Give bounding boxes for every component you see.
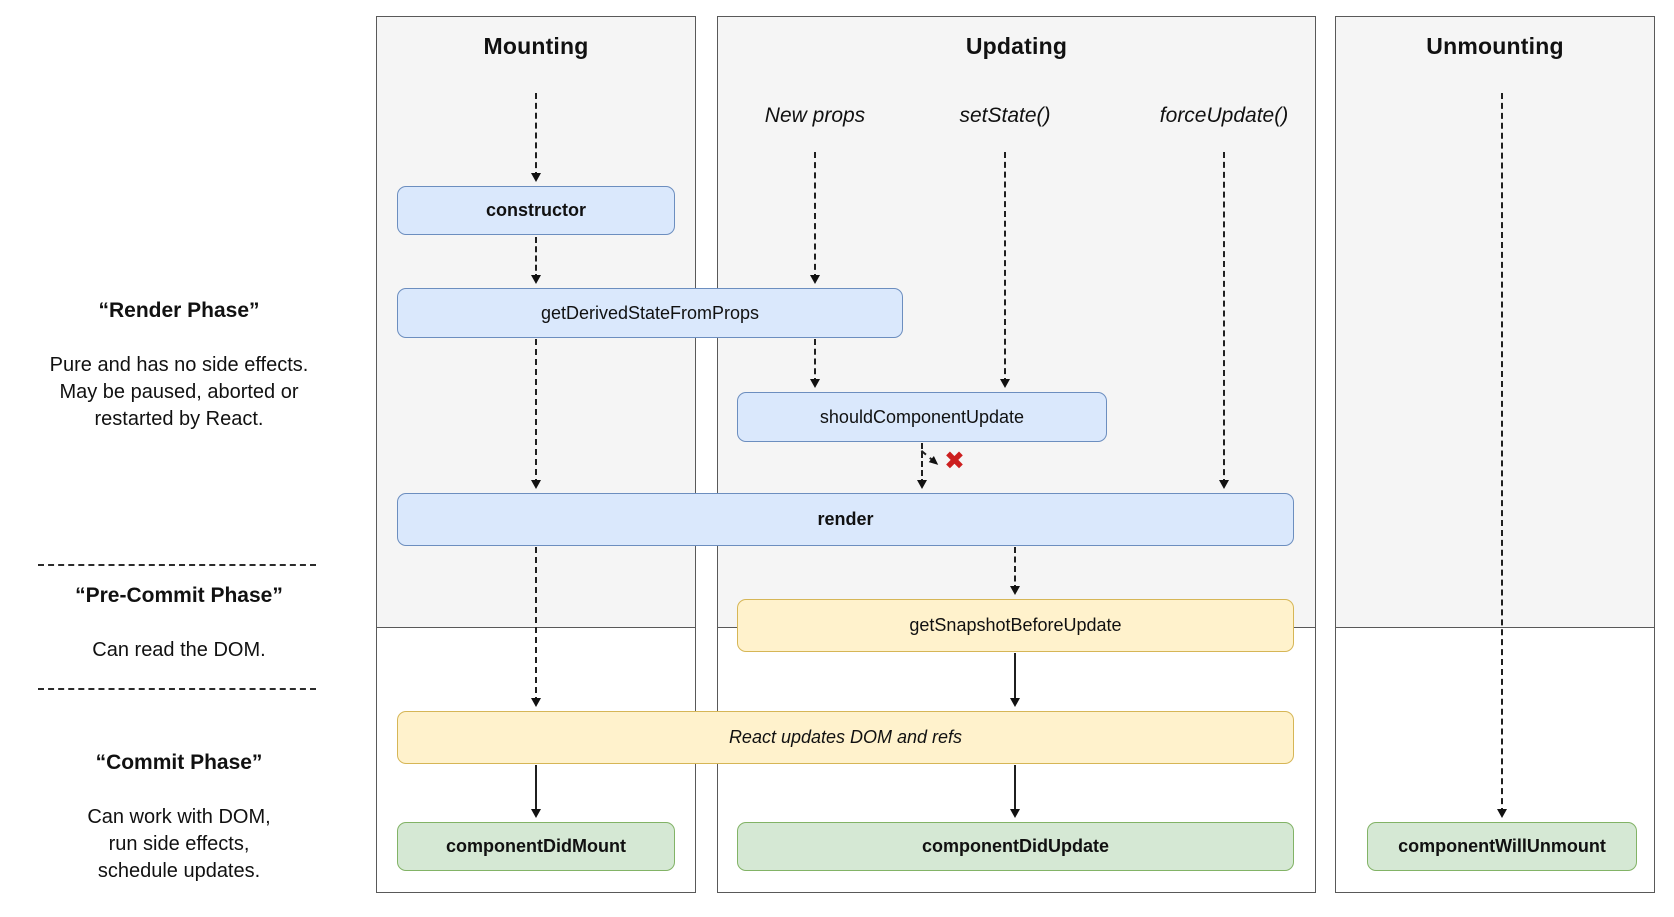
arrow-mount-start-to-constructor (531, 93, 541, 182)
commit-phase-description: Can work with DOM, run side effects, sch… (20, 804, 338, 885)
commit-phase-line-1: Can work with DOM, (87, 806, 271, 828)
phase-divider-bottom (38, 688, 316, 690)
arrow-reactupdates-to-didmount (531, 765, 541, 818)
column-title-unmounting: Unmounting (1426, 33, 1564, 59)
trigger-force-update: forceUpdate() (1159, 104, 1289, 127)
arrow-reactupdates-to-didupdate (1010, 765, 1020, 818)
pre-commit-line-1: Can read the DOM. (92, 639, 266, 661)
commit-phase-heading: “Commit Phase” (95, 751, 263, 774)
arrow-getsnapshot-to-reactupdates (1010, 653, 1020, 707)
trigger-new-props: New props (764, 104, 866, 127)
arrow-constructor-to-getderivedstate (531, 237, 541, 284)
no-render-x-icon: ✖ (944, 447, 965, 475)
arrow-newprops-to-getderivedstate (810, 152, 820, 284)
node-get-derived-state-from-props: getDerivedStateFromProps (397, 288, 903, 338)
phase-divider-top (38, 564, 316, 566)
pre-commit-phase-description: Can read the DOM. (20, 637, 338, 664)
node-render: render (397, 493, 1294, 546)
commit-phase-line-2: run side effects, (108, 833, 250, 855)
node-component-did-mount: componentDidMount (397, 822, 675, 871)
commit-phase-line-3: schedule updates. (97, 860, 261, 882)
trigger-set-state: setState() (959, 104, 1051, 127)
render-phase-description: Pure and has no side effects. May be pau… (20, 352, 338, 433)
render-phase-line-1: Pure and has no side effects. (49, 354, 309, 376)
node-component-did-update: componentDidUpdate (737, 822, 1294, 871)
render-phase-heading: “Render Phase” (98, 299, 260, 322)
pre-commit-phase-heading: “Pre-Commit Phase” (75, 584, 283, 607)
render-phase-shading-unmounting (1336, 17, 1654, 628)
render-phase-line-2: May be paused, aborted or (59, 381, 299, 403)
arrow-unmount-to-willunmount (1497, 93, 1507, 818)
node-get-snapshot-before-update: getSnapshotBeforeUpdate (737, 599, 1294, 652)
column-title-mounting: Mounting (483, 33, 589, 59)
node-constructor: constructor (397, 186, 675, 235)
arrow-setstate-to-shouldupdate (1000, 152, 1010, 388)
column-unmounting (1335, 16, 1655, 893)
arrow-render-to-getsnapshot (1010, 547, 1020, 595)
arrow-getderivedstate-to-render-mount (531, 339, 541, 489)
arrow-shouldupdate-to-render (917, 443, 927, 489)
node-component-will-unmount: componentWillUnmount (1367, 822, 1637, 871)
arrow-forceupdate-to-render (1219, 152, 1229, 489)
arrow-render-to-reactupdates-mount (531, 547, 541, 707)
arrow-getderivedstate-to-shouldupdate (810, 339, 820, 388)
node-should-component-update: shouldComponentUpdate (737, 392, 1107, 442)
column-title-updating: Updating (965, 33, 1068, 59)
node-react-updates-dom: React updates DOM and refs (397, 711, 1294, 764)
render-phase-line-3: restarted by React. (94, 408, 264, 430)
